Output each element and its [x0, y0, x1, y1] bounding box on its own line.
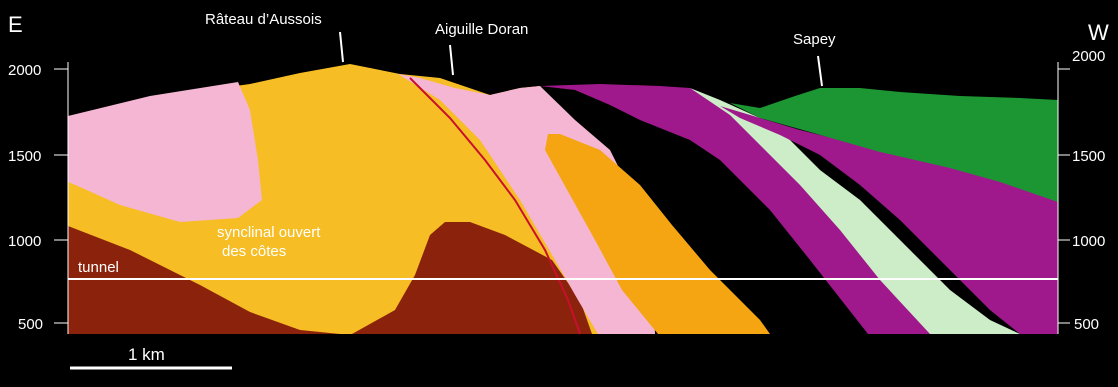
right-tick-label: 500 — [1074, 316, 1099, 333]
peak-pointer-aiguille — [449, 44, 454, 76]
orange-unit — [545, 134, 770, 334]
right-elevation-axis: 2000 1500 1000 500 — [1057, 48, 1105, 334]
right-tick-label: 1500 — [1072, 148, 1105, 165]
purple-unit — [540, 84, 930, 334]
strata-group — [68, 64, 1058, 335]
peak-label-rateau: Râteau d’Aussois — [205, 11, 322, 28]
pink-unit-left — [68, 82, 262, 222]
peak-pointer-rateau — [339, 31, 344, 63]
pale-green-unit — [690, 88, 1020, 334]
peak-label-aiguille: Aiguille Doran — [435, 21, 528, 38]
syncline-label-line1: synclinal ouvert — [217, 224, 321, 241]
left-tick-label: 1500 — [8, 148, 41, 165]
left-tick-label: 2000 — [8, 62, 41, 79]
left-tick-label: 500 — [18, 316, 43, 333]
left-elevation-axis: 2000 1500 1000 500 — [8, 62, 69, 334]
scale-bar-label: 1 km — [128, 345, 165, 364]
fault-line — [409, 77, 581, 335]
tunnel-label: tunnel — [78, 259, 119, 276]
peak-labels: Râteau d’Aussois Aiguille Doran Sapey — [205, 11, 836, 87]
left-tick-label: 1000 — [8, 233, 41, 250]
right-tick-label: 2000 — [1072, 48, 1105, 65]
peak-label-sapey: Sapey — [793, 31, 836, 48]
west-label: W — [1088, 20, 1109, 45]
syncline-label-line2: des côtes — [222, 243, 286, 260]
green-unit — [730, 88, 1058, 202]
east-label: E — [8, 12, 23, 37]
peak-pointer-sapey — [817, 55, 823, 87]
right-tick-label: 1000 — [1072, 233, 1105, 250]
pink-unit-central — [398, 74, 655, 334]
purple-unit-right — [720, 106, 1058, 334]
brown-basement-left — [68, 226, 340, 334]
